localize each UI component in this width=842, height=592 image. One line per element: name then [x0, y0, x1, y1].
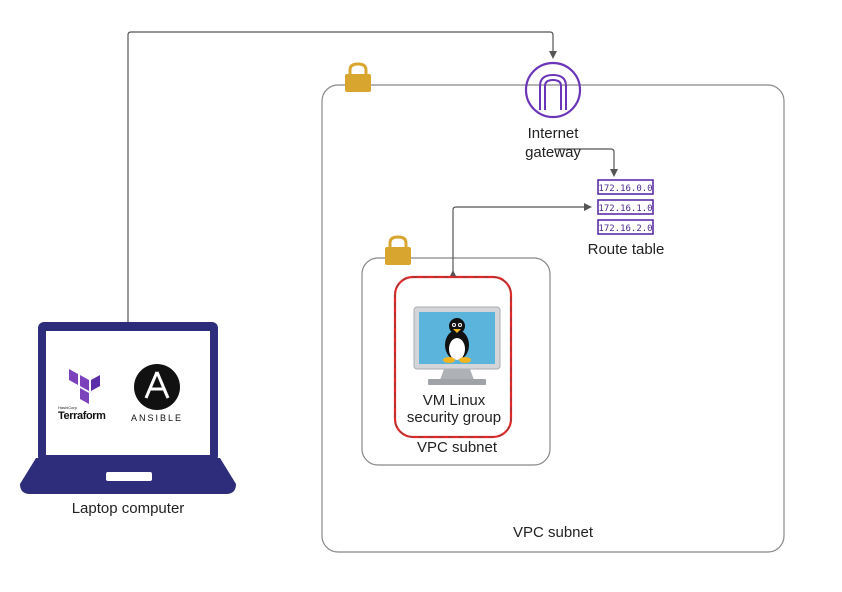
connector-gateway-to-route-table	[560, 148, 618, 177]
vm-label-line1: VM Linux	[422, 392, 486, 409]
terraform-logo: HashiCorp Terraform	[58, 369, 107, 422]
ansible-logo: ANSIBLE	[131, 364, 183, 423]
inner-vpc-subnet-label: VPC subnet	[416, 439, 498, 456]
terraform-text: Terraform	[58, 410, 106, 422]
inner-lock-icon	[385, 235, 411, 265]
ansible-text: ANSIBLE	[131, 413, 183, 423]
outer-vpc-subnet-label: VPC subnet	[512, 524, 594, 541]
internet-gateway-icon	[524, 61, 582, 119]
laptop-label: Laptop computer	[71, 500, 185, 517]
route-entry-box-1	[597, 179, 654, 195]
vm-label-line2: security group	[406, 409, 502, 426]
connector-laptop-to-gateway	[127, 31, 557, 322]
route-entry-2: 172.16.1.0	[598, 204, 652, 214]
terraform-small-text: HashiCorp	[58, 405, 78, 410]
route-entry-3: 172.16.2.0	[598, 224, 652, 234]
route-table-label: Route table	[587, 241, 665, 258]
vm-linux-icon	[413, 306, 501, 385]
laptop-icon	[20, 322, 236, 494]
route-table-icon: 172.16.0.0 172.16.1.0 172.16.2.0	[597, 179, 654, 235]
outer-lock-icon	[345, 62, 371, 92]
internet-gateway-label-line1: Internet	[527, 125, 579, 142]
connector-route-table-to-vm	[449, 203, 592, 278]
route-entry-1: 172.16.0.0	[598, 184, 652, 194]
route-entry-box-2	[597, 199, 654, 215]
route-entry-box-3	[597, 219, 654, 235]
outer-vpc-subnet-box	[321, 84, 785, 553]
internet-gateway-label-line2: gateway	[525, 144, 581, 161]
